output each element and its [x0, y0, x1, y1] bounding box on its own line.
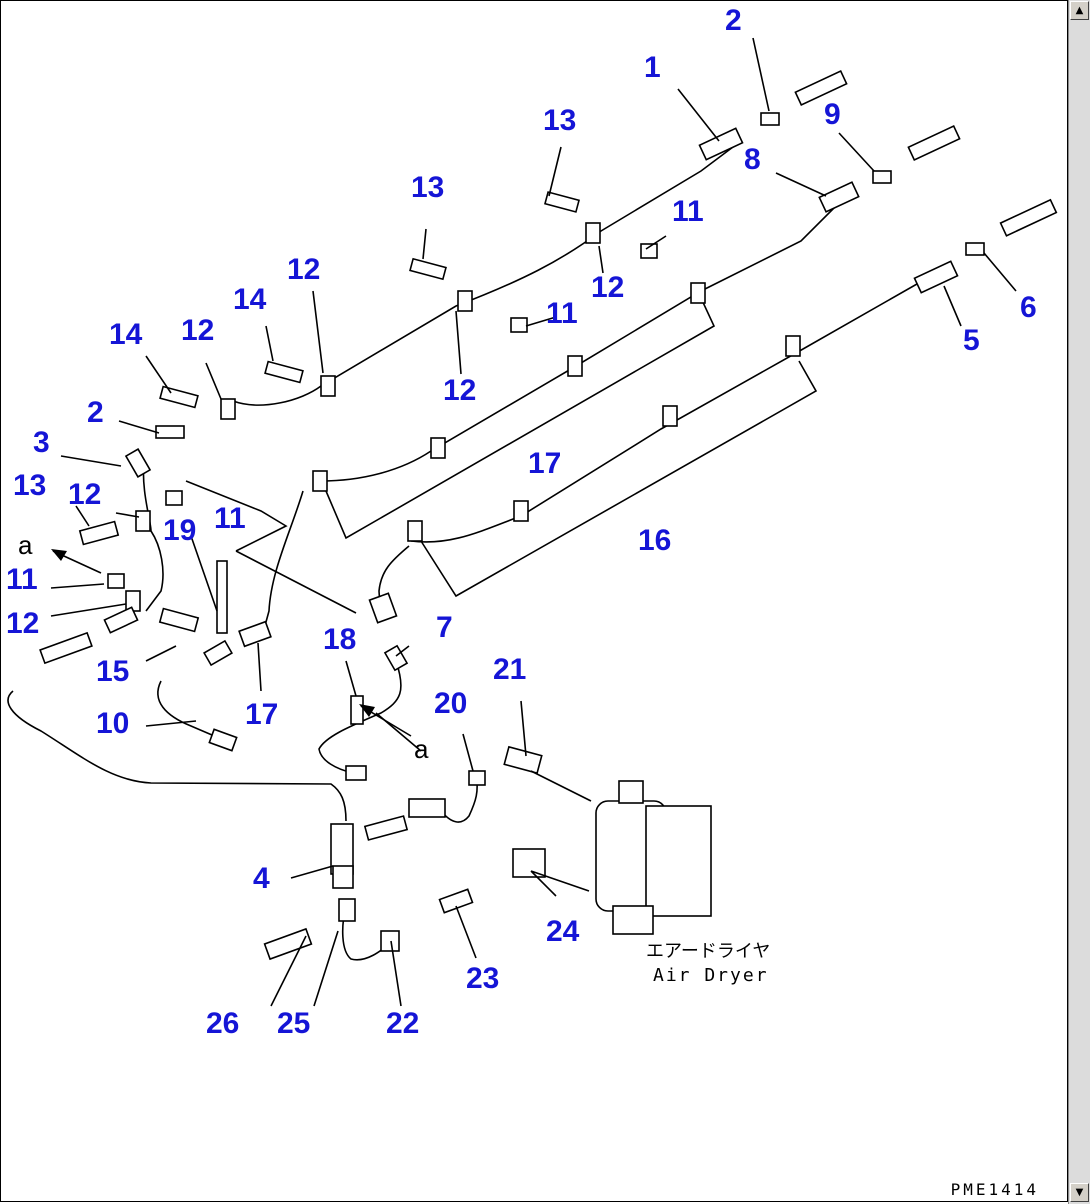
- callout-12: 12: [591, 271, 624, 304]
- ref-mark-a: a: [18, 530, 33, 560]
- diagram-frame: 1 2 2 3 4 5 6 7 8 9 10 11 11 11 11 12 12…: [0, 0, 1068, 1202]
- parts-diagram: 1 2 2 3 4 5 6 7 8 9 10 11 11 11 11 12 12…: [6, 4, 1058, 1040]
- callout-21: 21: [493, 653, 526, 686]
- callout-15: 15: [96, 655, 129, 688]
- scroll-up-icon[interactable]: ▲: [1070, 1, 1089, 20]
- pipe-lines: [7, 140, 932, 961]
- callout-10: 10: [96, 707, 129, 740]
- callout-7: 7: [436, 611, 453, 644]
- callout-23: 23: [466, 962, 499, 995]
- callout-2: 2: [87, 396, 104, 429]
- callout-11: 11: [546, 297, 578, 330]
- callout-14: 14: [109, 318, 143, 351]
- leader-lines: [50, 37, 1017, 1007]
- callout-26: 26: [206, 1007, 239, 1040]
- callout-19: 19: [163, 514, 196, 547]
- callout-22: 22: [386, 1007, 419, 1040]
- air-dryer-label-en: Air Dryer: [653, 965, 769, 986]
- callout-9: 9: [824, 98, 841, 131]
- callout-17: 17: [245, 698, 278, 731]
- callout-16: 16: [638, 524, 671, 557]
- parts: [39, 70, 1058, 961]
- callout-13: 13: [411, 171, 444, 204]
- callout-20: 20: [434, 687, 467, 720]
- callout-3: 3: [33, 426, 50, 459]
- callout-5: 5: [963, 324, 980, 357]
- callout-4: 4: [253, 862, 270, 895]
- callout-11: 11: [214, 502, 246, 535]
- callout-12: 12: [443, 374, 476, 407]
- callout-1: 1: [644, 51, 661, 84]
- air-dryer-label-jp: エアードライヤ: [646, 941, 770, 962]
- callout-17: 17: [528, 447, 561, 480]
- callout-13: 13: [13, 469, 46, 502]
- drawing-code: PME1414: [950, 1180, 1039, 1199]
- callout-12: 12: [181, 314, 214, 347]
- vertical-scrollbar[interactable]: ▲ ▼: [1068, 0, 1090, 1204]
- callout-6: 6: [1020, 291, 1037, 324]
- ref-mark-a: a: [414, 734, 429, 764]
- arrow-icon: [51, 549, 67, 561]
- callout-numbers: 1 2 2 3 4 5 6 7 8 9 10 11 11 11 11 12 12…: [6, 4, 1037, 1040]
- callout-18: 18: [323, 623, 356, 656]
- callout-12: 12: [6, 607, 39, 640]
- callout-11: 11: [672, 195, 704, 228]
- callout-24: 24: [546, 915, 580, 948]
- callout-11: 11: [6, 563, 38, 596]
- reference-marks: a a: [18, 530, 429, 764]
- callout-12: 12: [287, 253, 320, 286]
- callout-2: 2: [725, 4, 742, 37]
- arrow-icon: [359, 704, 375, 717]
- callout-13: 13: [543, 104, 576, 137]
- callout-25: 25: [277, 1007, 310, 1040]
- callout-8: 8: [744, 143, 761, 176]
- scroll-down-icon[interactable]: ▼: [1070, 1183, 1089, 1202]
- callout-12: 12: [68, 478, 101, 511]
- callout-14: 14: [233, 283, 267, 316]
